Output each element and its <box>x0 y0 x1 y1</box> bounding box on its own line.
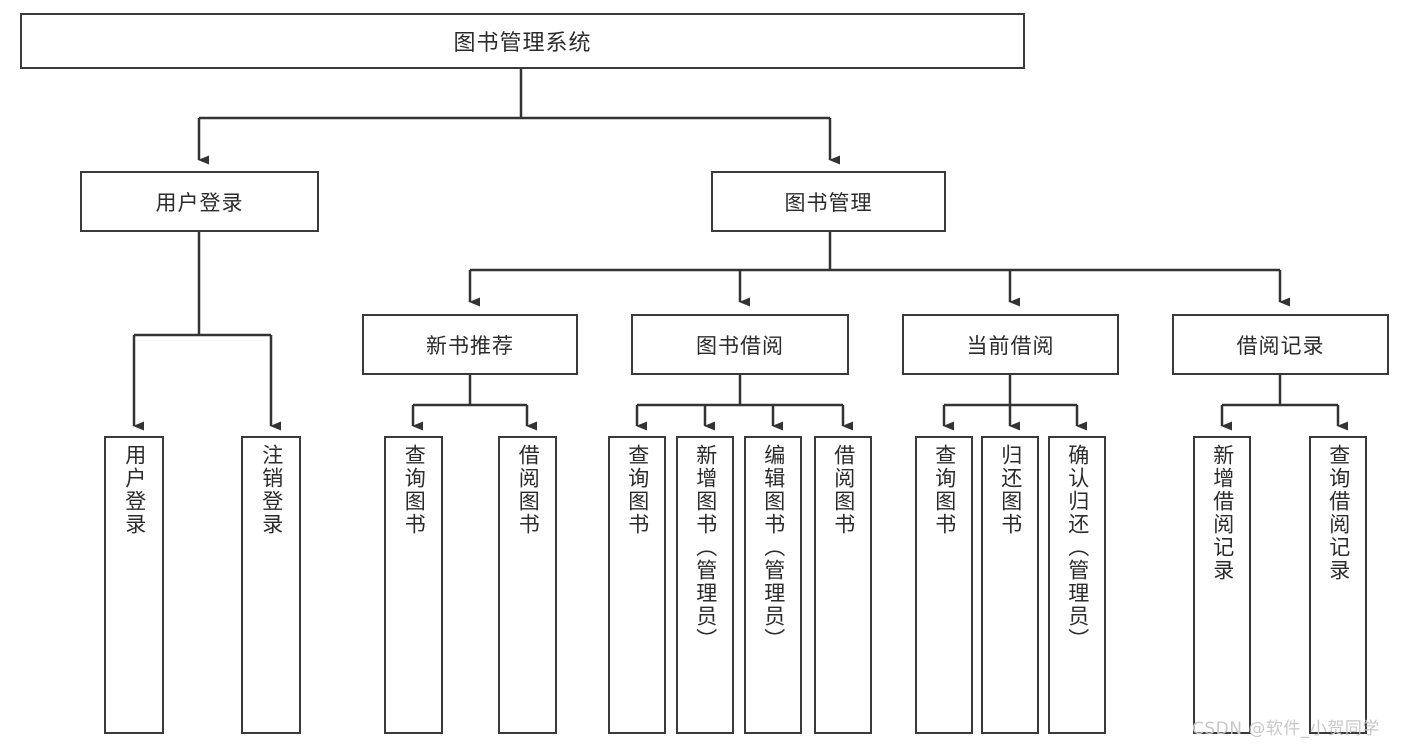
leaf-label: 新增借阅记录 <box>1210 444 1235 582</box>
node-current-borrow-label: 当前借阅 <box>966 333 1055 358</box>
node-new-book-recommend[interactable]: 新书推荐 <box>362 314 578 375</box>
node-new-book-recommend-label: 新书推荐 <box>426 333 514 358</box>
leaf-current-borrow-query[interactable]: 查询图书 <box>915 436 973 734</box>
leaf-label: 归还图书 <box>998 444 1023 536</box>
leaf-label: 借阅图书 <box>516 444 541 536</box>
leaf-new-book-query[interactable]: 查询图书 <box>384 436 443 734</box>
leaf-label: 查询图书 <box>625 444 650 536</box>
node-borrow-record-label: 借阅记录 <box>1236 333 1325 358</box>
node-book-management[interactable]: 图书管理 <box>711 171 946 232</box>
node-book-management-label: 图书管理 <box>784 190 873 215</box>
leaf-label: 确认归还（管理员） <box>1065 444 1090 651</box>
leaf-label: 查询借阅记录 <box>1326 444 1351 582</box>
node-borrow-record[interactable]: 借阅记录 <box>1172 314 1389 375</box>
node-user-login-label: 用户登录 <box>155 190 244 215</box>
leaf-label: 查询图书 <box>402 444 427 536</box>
leaf-borrow-record-add[interactable]: 新增借阅记录 <box>1193 436 1251 734</box>
node-current-borrow[interactable]: 当前借阅 <box>902 314 1119 375</box>
node-root[interactable]: 图书管理系统 <box>20 13 1025 69</box>
node-user-login[interactable]: 用户登录 <box>80 171 319 232</box>
leaf-borrow-record-query[interactable]: 查询借阅记录 <box>1309 436 1367 734</box>
leaf-label: 用户登录 <box>122 444 147 536</box>
node-root-label: 图书管理系统 <box>453 31 592 56</box>
leaf-label: 借阅图书 <box>831 444 856 536</box>
leaf-book-borrow-add[interactable]: 新增图书（管理员） <box>676 436 734 734</box>
leaf-label: 编辑图书（管理员） <box>761 444 786 651</box>
leaf-label: 查询图书 <box>932 444 957 536</box>
leaf-label: 新增图书（管理员） <box>693 444 718 651</box>
csdn-watermark: CSDN @软件_小贺同学 <box>1192 719 1380 739</box>
leaf-book-borrow-edit[interactable]: 编辑图书（管理员） <box>744 436 802 734</box>
node-book-borrow-label: 图书借阅 <box>696 333 784 358</box>
leaf-user-login-logout[interactable]: 注销登录 <box>241 436 301 734</box>
leaf-book-borrow-query[interactable]: 查询图书 <box>608 436 666 734</box>
leaf-label: 注销登录 <box>259 444 284 536</box>
leaf-user-login-login[interactable]: 用户登录 <box>104 436 164 734</box>
leaf-new-book-borrow[interactable]: 借阅图书 <box>498 436 557 734</box>
leaf-current-borrow-return[interactable]: 归还图书 <box>981 436 1039 734</box>
leaf-book-borrow-borrow[interactable]: 借阅图书 <box>814 436 872 734</box>
node-book-borrow[interactable]: 图书借阅 <box>631 314 849 375</box>
leaf-current-borrow-confirm-return[interactable]: 确认归还（管理员） <box>1048 436 1106 734</box>
